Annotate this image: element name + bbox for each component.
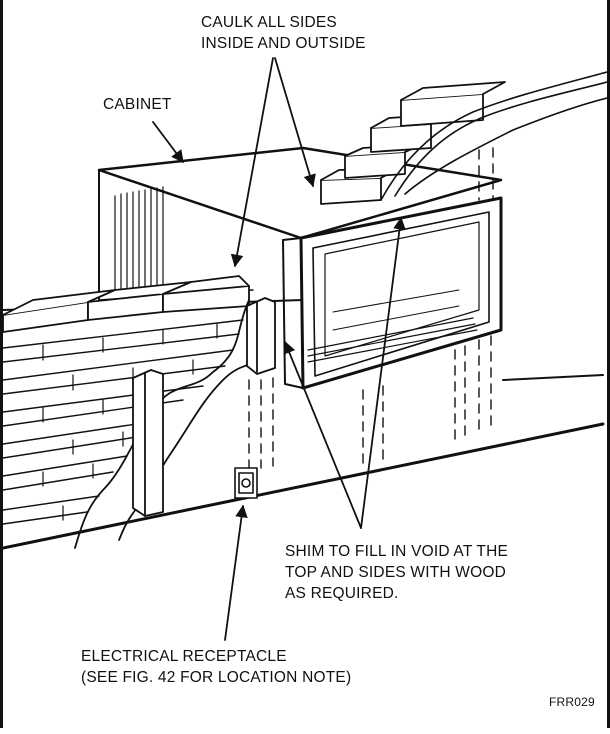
cabinet-label: CABINET xyxy=(103,96,172,113)
figure-code: FRR029 xyxy=(549,695,595,709)
brick-wall xyxy=(3,275,250,525)
top-torn-edge xyxy=(380,71,607,201)
cabinet-front-frame xyxy=(282,196,503,390)
torn-wall-edge xyxy=(74,299,270,549)
caulk-label: CAULK ALL SIDES INSIDE AND OUTSIDE xyxy=(201,12,366,54)
wall-studs xyxy=(132,297,276,517)
shim-label-line-1: SHIM TO FILL IN VOID AT THE xyxy=(285,543,509,560)
receptacle-label: ELECTRICAL RECEPTACLE (SEE FIG. 42 FOR L… xyxy=(81,646,351,688)
shim-label-line-3: AS REQUIRED. xyxy=(285,585,399,602)
caulk-label-line-2: INSIDE AND OUTSIDE xyxy=(201,35,366,52)
caulk-label-line-1: CAULK ALL SIDES xyxy=(201,14,337,31)
shim-label-line-2: TOP AND SIDES WITH WOOD xyxy=(285,564,507,581)
cabinet-vents xyxy=(114,186,164,291)
receptacle-label-line-2: (SEE FIG. 42 FOR LOCATION NOTE) xyxy=(81,669,352,686)
shim-label: SHIM TO FILL IN VOID AT THE TOP AND SIDE… xyxy=(285,541,508,604)
leader-arrows xyxy=(152,57,406,641)
fireplace-cabinet-illustration xyxy=(3,57,607,641)
electrical-receptacle-icon xyxy=(234,467,258,499)
hidden-lines xyxy=(248,147,494,471)
receptacle-label-line-1: ELECTRICAL RECEPTACLE xyxy=(81,648,287,665)
